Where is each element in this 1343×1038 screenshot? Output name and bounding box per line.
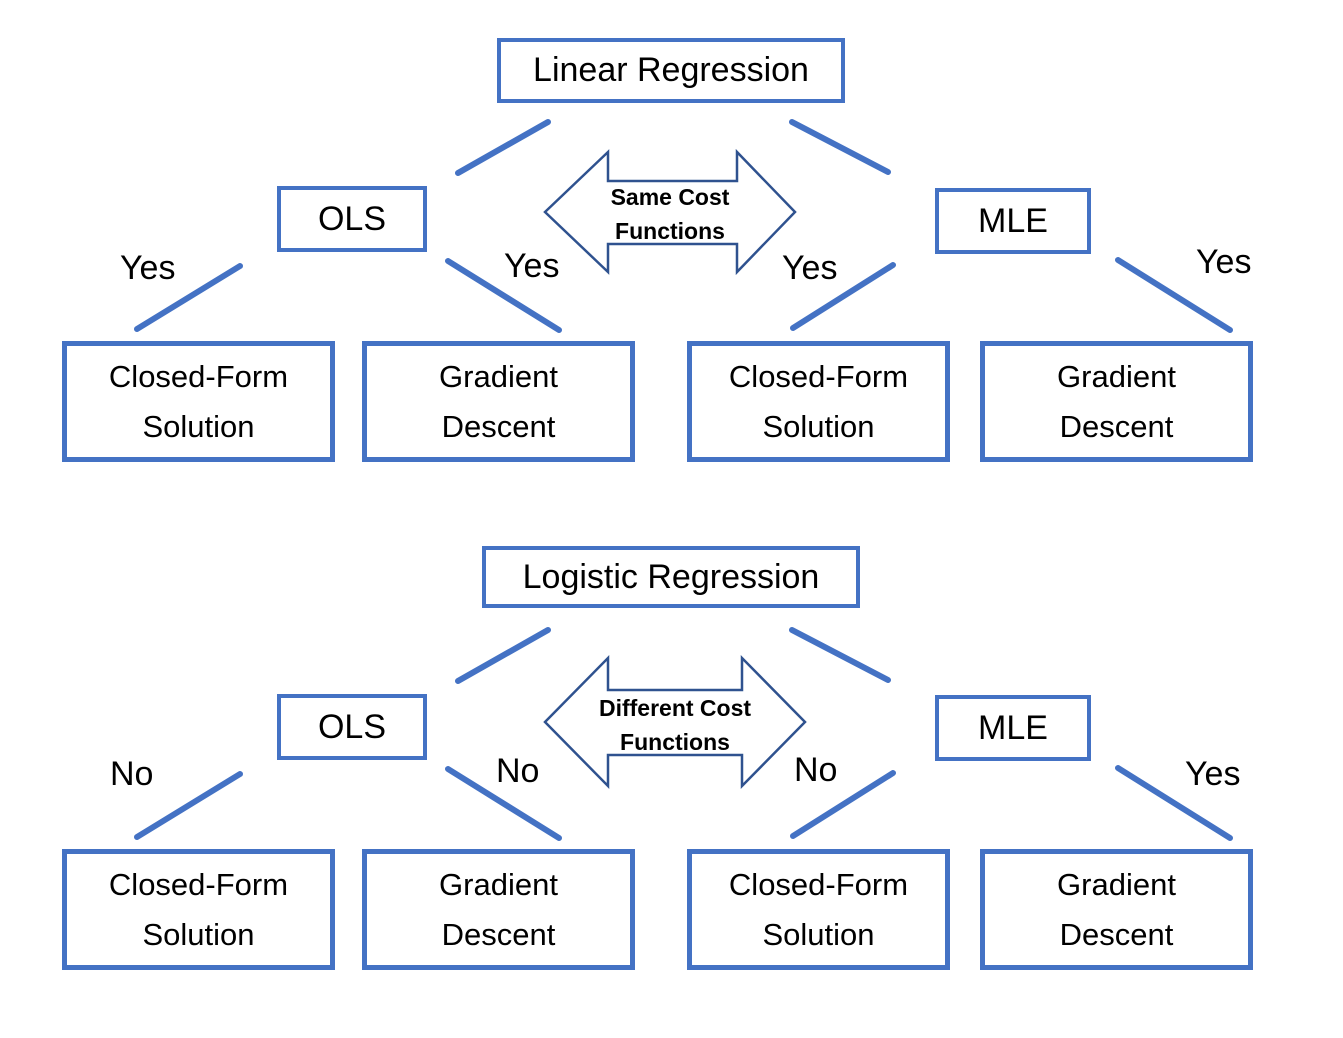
linear-mle-label: MLE [978, 201, 1048, 240]
linear-edge-label-3: Yes [782, 249, 837, 287]
logistic-mle-gradient-descent-label: Gradient Descent [1057, 866, 1176, 952]
logistic-regression-title-box: Logistic Regression [482, 546, 860, 608]
same-cost-arrow-label-line2: Functions [615, 218, 725, 244]
linear-edge-label-3-text: Yes [782, 249, 838, 287]
logistic-edge-label-1: No [110, 755, 153, 793]
logistic-edge-label-4-text: Yes [1185, 755, 1241, 793]
same-cost-arrow-label: Same Cost Functions [558, 180, 782, 248]
logistic-edge-label-3-text: No [794, 751, 838, 789]
different-cost-arrow-label-line2: Functions [620, 729, 730, 755]
connector-line [790, 770, 896, 839]
linear-mle-closed-form-box: Closed-Form Solution [687, 341, 950, 462]
linear-mle-box: MLE [935, 188, 1091, 254]
logistic-mle-closed-form-label: Closed-Form Solution [728, 866, 909, 952]
different-cost-arrow-shape [543, 654, 807, 790]
linear-ols-label: OLS [317, 199, 387, 238]
logistic-ols-gradient-descent-label: Gradient Descent [439, 866, 558, 952]
linear-edge-label-4-text: Yes [1196, 243, 1252, 281]
logistic-ols-closed-form-box: Closed-Form Solution [62, 849, 335, 970]
connector-line [789, 627, 891, 683]
linear-ols-gradient-descent-label: Gradient Descent [439, 358, 558, 444]
connector-line [790, 262, 896, 331]
linear-edge-label-2: Yes [504, 247, 559, 285]
linear-ols-box: OLS [277, 186, 427, 252]
logistic-edge-label-4: Yes [1185, 755, 1240, 793]
linear-mle-gradient-descent-label: Gradient Descent [1057, 358, 1176, 444]
same-cost-arrow-shape [543, 148, 797, 276]
logistic-edge-label-3: No [794, 751, 837, 789]
linear-mle-closed-form-label: Closed-Form Solution [728, 358, 909, 444]
connector-line [455, 627, 551, 684]
linear-ols-closed-form-box: Closed-Form Solution [62, 341, 335, 462]
connector-line [1115, 257, 1233, 333]
logistic-regression-title-label: Logistic Regression [522, 557, 820, 596]
linear-edge-label-1-text: Yes [120, 249, 176, 287]
linear-regression-title-label: Linear Regression [533, 51, 809, 89]
connector-line [134, 263, 243, 332]
logistic-ols-closed-form-label: Closed-Form Solution [108, 866, 289, 952]
linear-regression-title-box: Linear Regression [497, 38, 845, 103]
same-cost-arrow-label-line1: Same Cost [610, 184, 730, 210]
linear-edge-label-4: Yes [1196, 243, 1251, 281]
logistic-mle-gradient-descent-box: Gradient Descent [980, 849, 1253, 970]
logistic-ols-label: OLS [317, 707, 387, 746]
connector-line [445, 258, 562, 333]
logistic-ols-box: OLS [277, 694, 427, 760]
logistic-edge-label-2-text: No [496, 752, 540, 790]
linear-edge-label-1: Yes [120, 249, 175, 287]
logistic-mle-closed-form-box: Closed-Form Solution [687, 849, 950, 970]
logistic-ols-gradient-descent-box: Gradient Descent [362, 849, 635, 970]
different-cost-arrow-label: Different Cost Functions [558, 691, 792, 759]
linear-ols-closed-form-label: Closed-Form Solution [108, 358, 289, 444]
connector-line [455, 119, 551, 176]
linear-ols-gradient-descent-box: Gradient Descent [362, 341, 635, 462]
linear-edge-label-2-text: Yes [504, 247, 560, 285]
logistic-edge-label-2: No [496, 752, 539, 790]
logistic-edge-label-1-text: No [110, 755, 154, 793]
connector-line [134, 771, 243, 840]
connector-line [789, 119, 891, 175]
connector-line [1115, 765, 1233, 841]
logistic-mle-box: MLE [935, 695, 1091, 761]
connector-line [445, 766, 562, 841]
linear-mle-gradient-descent-box: Gradient Descent [980, 341, 1253, 462]
logistic-mle-label: MLE [978, 708, 1048, 747]
different-cost-arrow-label-line1: Different Cost [598, 695, 752, 721]
